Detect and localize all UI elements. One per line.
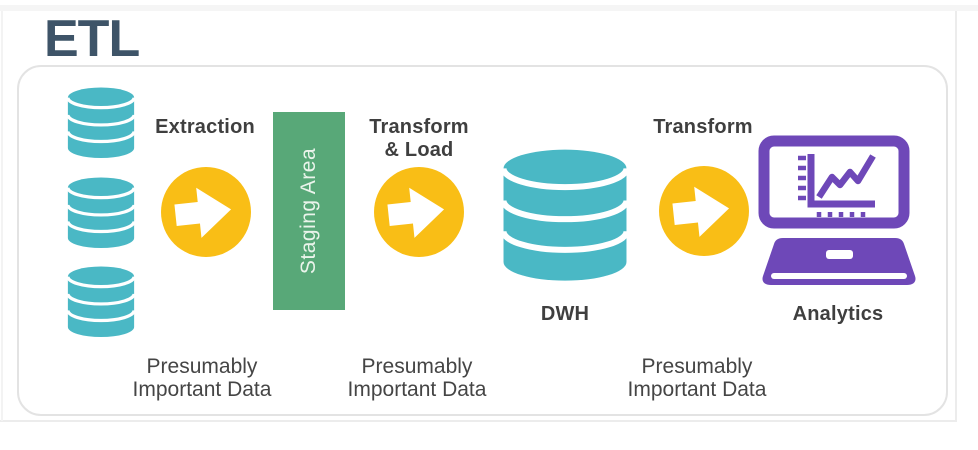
transform-load-line2: & Load (384, 139, 454, 161)
arrow-right-circle-icon (374, 167, 464, 257)
staging-area-box: Staging Area (273, 112, 345, 310)
database-icon (66, 177, 136, 249)
canvas-edge-left (1, 11, 3, 421)
page-title: ETL (44, 10, 140, 68)
caption-line1: Presumably (361, 355, 473, 378)
extraction-label: Extraction (155, 116, 255, 138)
canvas-edge-bottom (0, 420, 957, 422)
caption-important-data-1: Presumably Important Data (102, 355, 302, 401)
canvas-edge-right (955, 11, 957, 421)
canvas-edge-top (0, 5, 978, 11)
caption-important-data-3: Presumably Important Data (597, 355, 797, 401)
caption-line2: Important Data (132, 378, 272, 401)
transform-load-label: Transform & Load (339, 116, 499, 162)
caption-important-data-2: Presumably Important Data (317, 355, 517, 401)
arrow-right-circle-icon (161, 167, 251, 257)
analytics-label: Analytics (792, 303, 884, 325)
database-icon (66, 87, 136, 159)
transform-label: Transform (653, 116, 753, 138)
caption-line2: Important Data (627, 378, 767, 401)
caption-line2: Important Data (347, 378, 487, 401)
transform-load-line1: Transform (369, 116, 469, 138)
laptop-chart-icon (755, 134, 925, 289)
caption-line1: Presumably (146, 355, 258, 378)
caption-line1: Presumably (641, 355, 753, 378)
staging-area-label: Staging Area (297, 147, 321, 275)
dwh-label: DWH (540, 303, 590, 325)
data-warehouse-icon (498, 147, 632, 286)
database-icon (500, 149, 630, 281)
database-icon (66, 266, 136, 338)
arrow-right-circle-icon (659, 166, 749, 256)
source-database-stack (65, 86, 137, 340)
